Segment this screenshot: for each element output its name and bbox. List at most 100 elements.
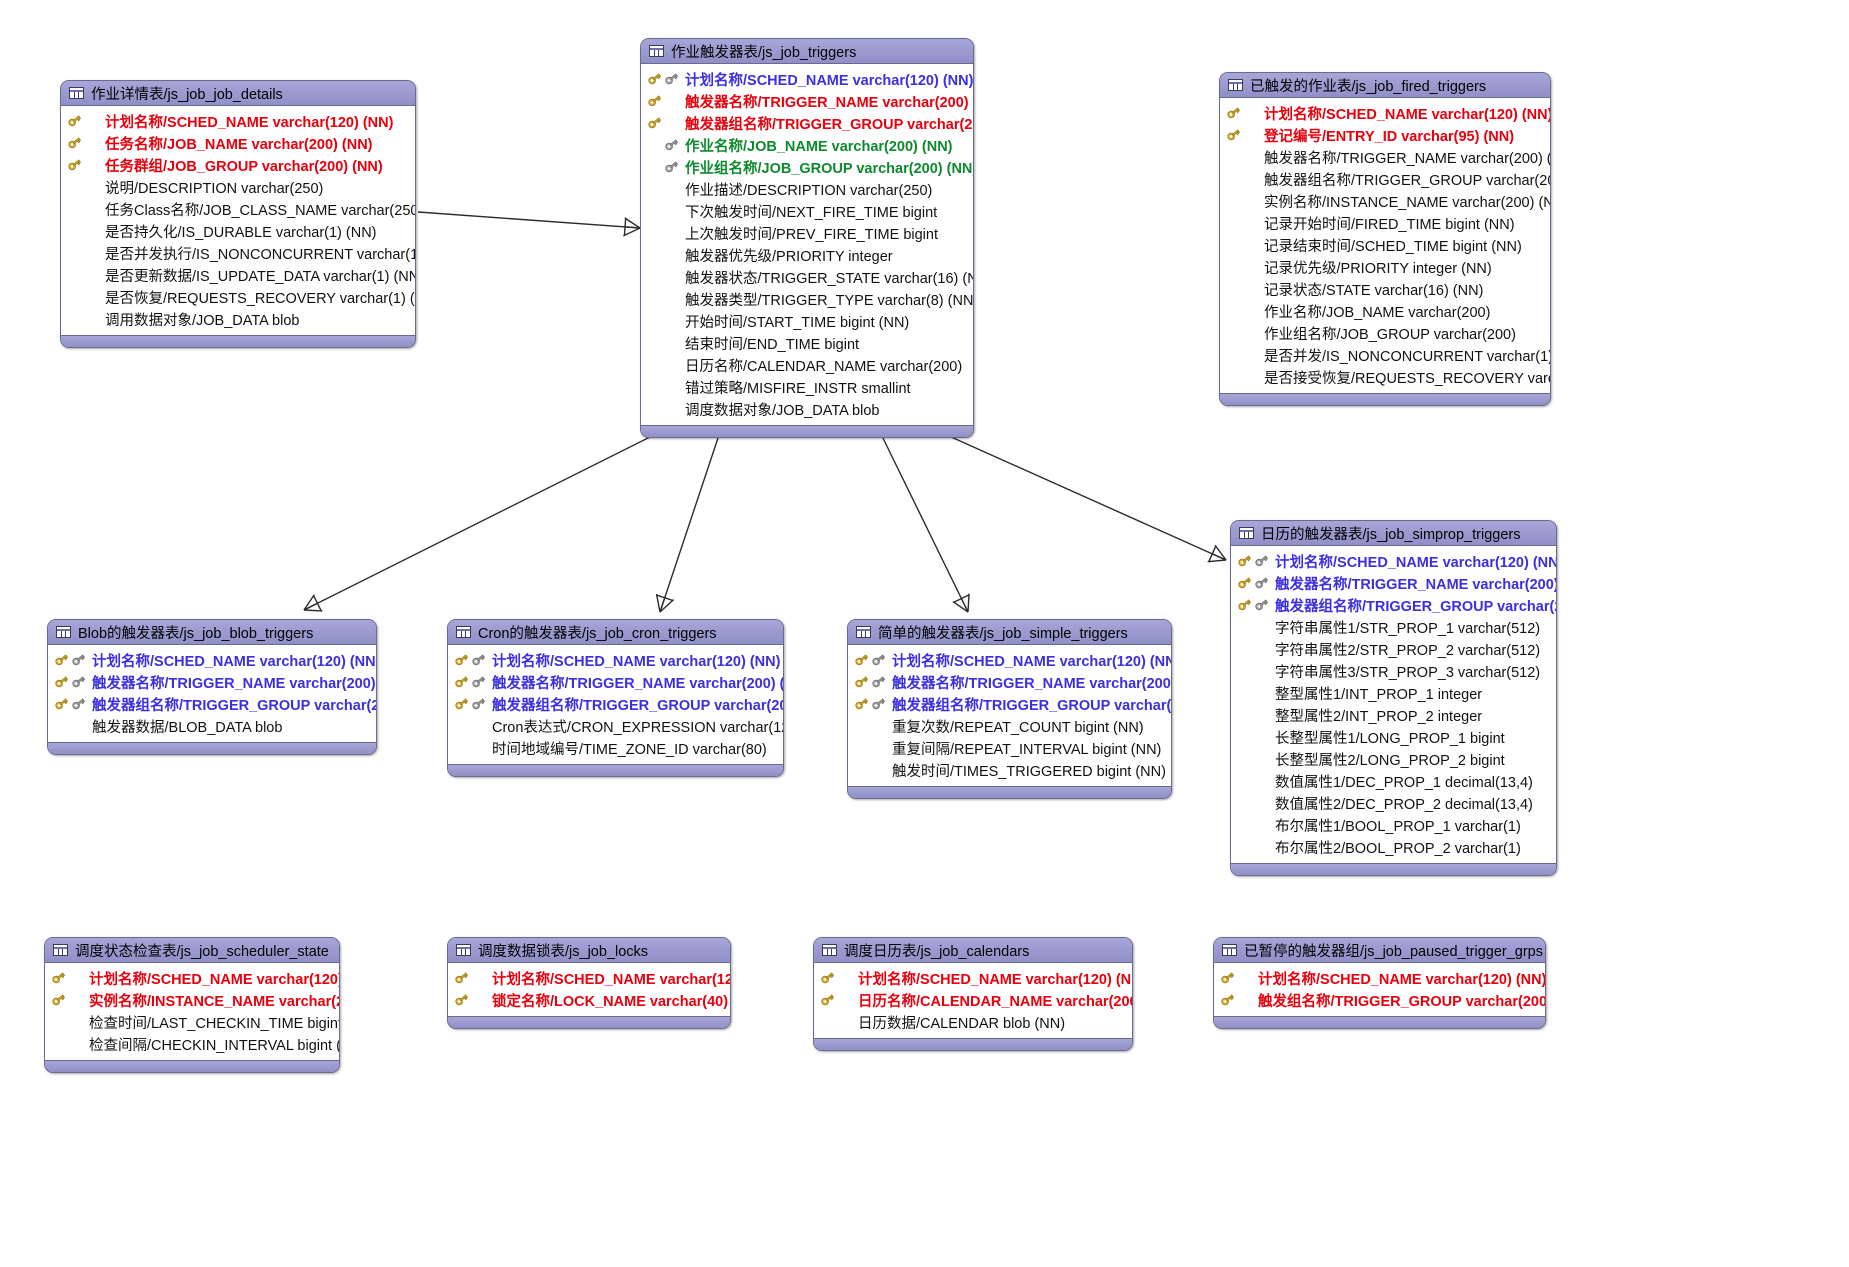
- attribute-row[interactable]: 触发器组名称/TRIGGER_GROUP varchar(200) (NN): [641, 112, 973, 134]
- attribute-row[interactable]: 字符串属性3/STR_PROP_3 varchar(512): [1231, 660, 1556, 682]
- attribute-row[interactable]: 触发器名称/TRIGGER_NAME varchar(200) (NN): [1231, 572, 1556, 594]
- entity-header-calendars[interactable]: 调度日历表/js_job_calendars: [814, 938, 1132, 963]
- attribute-row[interactable]: 字符串属性2/STR_PROP_2 varchar(512): [1231, 638, 1556, 660]
- attribute-row[interactable]: 下次触发时间/NEXT_FIRE_TIME bigint: [641, 200, 973, 222]
- attribute-row[interactable]: 是否接受恢复/REQUESTS_RECOVERY varchar(1): [1220, 366, 1550, 388]
- attribute-row[interactable]: 触发器名称/TRIGGER_NAME varchar(200) (NN): [1220, 146, 1550, 168]
- attribute-row[interactable]: 检查时间/LAST_CHECKIN_TIME bigint (NN): [45, 1011, 339, 1033]
- attribute-row[interactable]: 是否更新数据/IS_UPDATE_DATA varchar(1) (NN): [61, 264, 415, 286]
- attribute-row[interactable]: 锁定名称/LOCK_NAME varchar(40) (NN): [448, 989, 730, 1011]
- attribute-row[interactable]: 整型属性1/INT_PROP_1 integer: [1231, 682, 1556, 704]
- attribute-row[interactable]: 触发器组名称/TRIGGER_GROUP varchar(200) (NN): [1220, 168, 1550, 190]
- attribute-row[interactable]: 任务Class名称/JOB_CLASS_NAME varchar(250) (N…: [61, 198, 415, 220]
- attribute-row[interactable]: 重复间隔/REPEAT_INTERVAL bigint (NN): [848, 737, 1171, 759]
- attribute-row[interactable]: 布尔属性2/BOOL_PROP_2 varchar(1): [1231, 836, 1556, 858]
- attribute-row[interactable]: 错过策略/MISFIRE_INSTR smallint: [641, 376, 973, 398]
- attribute-row[interactable]: 触发器组名称/TRIGGER_GROUP varchar(200) (NN): [48, 693, 376, 715]
- entity-blob_triggers[interactable]: Blob的触发器表/js_job_blob_triggers 计划名称/SCHED…: [47, 619, 377, 755]
- attribute-row[interactable]: 任务群组/JOB_GROUP varchar(200) (NN): [61, 154, 415, 176]
- attribute-row[interactable]: 是否恢复/REQUESTS_RECOVERY varchar(1) (NN): [61, 286, 415, 308]
- attribute-row[interactable]: 是否持久化/IS_DURABLE varchar(1) (NN): [61, 220, 415, 242]
- attribute-row[interactable]: 数值属性2/DEC_PROP_2 decimal(13,4): [1231, 792, 1556, 814]
- entity-header-paused_trigger_grps[interactable]: 已暂停的触发器组/js_job_paused_trigger_grps: [1214, 938, 1545, 963]
- attribute-row[interactable]: 上次触发时间/PREV_FIRE_TIME bigint: [641, 222, 973, 244]
- attribute-row[interactable]: 记录结束时间/SCHED_TIME bigint (NN): [1220, 234, 1550, 256]
- entity-header-simprop_triggers[interactable]: 日历的触发器表/js_job_simprop_triggers: [1231, 521, 1556, 546]
- attribute-row[interactable]: 作业描述/DESCRIPTION varchar(250): [641, 178, 973, 200]
- entity-header-scheduler_state[interactable]: 调度状态检查表/js_job_scheduler_state: [45, 938, 339, 963]
- entity-simple_triggers[interactable]: 简单的触发器表/js_job_simple_triggers 计划名称/SCHED…: [847, 619, 1172, 799]
- attribute-row[interactable]: 触发器类型/TRIGGER_TYPE varchar(8) (NN): [641, 288, 973, 310]
- attribute-row[interactable]: 作业组名称/JOB_GROUP varchar(200): [1220, 322, 1550, 344]
- attribute-row[interactable]: 调用数据对象/JOB_DATA blob: [61, 308, 415, 330]
- attribute-row[interactable]: 检查间隔/CHECKIN_INTERVAL bigint (NN): [45, 1033, 339, 1055]
- attribute-row[interactable]: 登记编号/ENTRY_ID varchar(95) (NN): [1220, 124, 1550, 146]
- entity-scheduler_state[interactable]: 调度状态检查表/js_job_scheduler_state 计划名称/SCHED…: [44, 937, 340, 1073]
- attribute-row[interactable]: 日历名称/CALENDAR_NAME varchar(200) (NN): [814, 989, 1132, 1011]
- attribute-row[interactable]: 计划名称/SCHED_NAME varchar(120) (NN): [1231, 550, 1556, 572]
- entity-job_details[interactable]: 作业详情表/js_job_job_details 计划名称/SCHED_NAME …: [60, 80, 416, 348]
- attribute-row[interactable]: 重复次数/REPEAT_COUNT bigint (NN): [848, 715, 1171, 737]
- attribute-row[interactable]: 作业名称/JOB_NAME varchar(200) (NN): [641, 134, 973, 156]
- attribute-row[interactable]: 任务名称/JOB_NAME varchar(200) (NN): [61, 132, 415, 154]
- attribute-row[interactable]: 触发组名称/TRIGGER_GROUP varchar(200) (NN): [1214, 989, 1545, 1011]
- attribute-row[interactable]: 字符串属性1/STR_PROP_1 varchar(512): [1231, 616, 1556, 638]
- attribute-row[interactable]: 触发器名称/TRIGGER_NAME varchar(200) (NN): [48, 671, 376, 693]
- attribute-row[interactable]: 实例名称/INSTANCE_NAME varchar(200) (NN): [45, 989, 339, 1011]
- attribute-row[interactable]: 触发器名称/TRIGGER_NAME varchar(200) (NN): [448, 671, 783, 693]
- entity-header-fired_triggers[interactable]: 已触发的作业表/js_job_fired_triggers: [1220, 73, 1550, 98]
- entity-header-locks[interactable]: 调度数据锁表/js_job_locks: [448, 938, 730, 963]
- attribute-row[interactable]: 布尔属性1/BOOL_PROP_1 varchar(1): [1231, 814, 1556, 836]
- attribute-row[interactable]: Cron表达式/CRON_EXPRESSION varchar(120) (NN…: [448, 715, 783, 737]
- attribute-row[interactable]: 开始时间/START_TIME bigint (NN): [641, 310, 973, 332]
- attribute-row[interactable]: 计划名称/SCHED_NAME varchar(120) (NN): [814, 967, 1132, 989]
- attribute-row[interactable]: 计划名称/SCHED_NAME varchar(120) (NN): [641, 68, 973, 90]
- attribute-row[interactable]: 计划名称/SCHED_NAME varchar(120) (NN): [448, 649, 783, 671]
- entity-triggers[interactable]: 作业触发器表/js_job_triggers 计划名称/SCHED_NAME va…: [640, 38, 974, 438]
- attribute-row[interactable]: 触发器组名称/TRIGGER_GROUP varchar(200) (NN): [848, 693, 1171, 715]
- attribute-row[interactable]: 触发时间/TIMES_TRIGGERED bigint (NN): [848, 759, 1171, 781]
- entity-header-job_details[interactable]: 作业详情表/js_job_job_details: [61, 81, 415, 106]
- entity-locks[interactable]: 调度数据锁表/js_job_locks 计划名称/SCHED_NAME varch…: [447, 937, 731, 1029]
- attribute-row[interactable]: 触发器名称/TRIGGER_NAME varchar(200) (NN): [848, 671, 1171, 693]
- attribute-row[interactable]: 记录状态/STATE varchar(16) (NN): [1220, 278, 1550, 300]
- entity-header-simple_triggers[interactable]: 简单的触发器表/js_job_simple_triggers: [848, 620, 1171, 645]
- attribute-row[interactable]: 记录开始时间/FIRED_TIME bigint (NN): [1220, 212, 1550, 234]
- entity-calendars[interactable]: 调度日历表/js_job_calendars 计划名称/SCHED_NAME va…: [813, 937, 1133, 1051]
- entity-header-blob_triggers[interactable]: Blob的触发器表/js_job_blob_triggers: [48, 620, 376, 645]
- attribute-row[interactable]: 日历名称/CALENDAR_NAME varchar(200): [641, 354, 973, 376]
- attribute-row[interactable]: 是否并发/IS_NONCONCURRENT varchar(1): [1220, 344, 1550, 366]
- attribute-row[interactable]: 长整型属性2/LONG_PROP_2 bigint: [1231, 748, 1556, 770]
- entity-header-cron_triggers[interactable]: Cron的触发器表/js_job_cron_triggers: [448, 620, 783, 645]
- attribute-row[interactable]: 触发器数据/BLOB_DATA blob: [48, 715, 376, 737]
- attribute-row[interactable]: 调度数据对象/JOB_DATA blob: [641, 398, 973, 420]
- attribute-row[interactable]: 触发器状态/TRIGGER_STATE varchar(16) (NN): [641, 266, 973, 288]
- attribute-row[interactable]: 数值属性1/DEC_PROP_1 decimal(13,4): [1231, 770, 1556, 792]
- attribute-row[interactable]: 触发器名称/TRIGGER_NAME varchar(200) (NN): [641, 90, 973, 112]
- attribute-row[interactable]: 触发器组名称/TRIGGER_GROUP varchar(200) (NN): [1231, 594, 1556, 616]
- attribute-row[interactable]: 整型属性2/INT_PROP_2 integer: [1231, 704, 1556, 726]
- attribute-row[interactable]: 结束时间/END_TIME bigint: [641, 332, 973, 354]
- attribute-row[interactable]: 计划名称/SCHED_NAME varchar(120) (NN): [848, 649, 1171, 671]
- entity-simprop_triggers[interactable]: 日历的触发器表/js_job_simprop_triggers 计划名称/SCHE…: [1230, 520, 1557, 876]
- entity-fired_triggers[interactable]: 已触发的作业表/js_job_fired_triggers 计划名称/SCHED_…: [1219, 72, 1551, 406]
- entity-header-triggers[interactable]: 作业触发器表/js_job_triggers: [641, 39, 973, 64]
- attribute-row[interactable]: 记录优先级/PRIORITY integer (NN): [1220, 256, 1550, 278]
- attribute-row[interactable]: 说明/DESCRIPTION varchar(250): [61, 176, 415, 198]
- attribute-row[interactable]: 计划名称/SCHED_NAME varchar(120) (NN): [61, 110, 415, 132]
- attribute-row[interactable]: 实例名称/INSTANCE_NAME varchar(200) (NN): [1220, 190, 1550, 212]
- attribute-row[interactable]: 作业名称/JOB_NAME varchar(200): [1220, 300, 1550, 322]
- attribute-row[interactable]: 长整型属性1/LONG_PROP_1 bigint: [1231, 726, 1556, 748]
- attribute-row[interactable]: 触发器组名称/TRIGGER_GROUP varchar(200) (NN): [448, 693, 783, 715]
- entity-paused_trigger_grps[interactable]: 已暂停的触发器组/js_job_paused_trigger_grps 计划名称/…: [1213, 937, 1546, 1029]
- attribute-row[interactable]: 是否并发执行/IS_NONCONCURRENT varchar(1) (NN): [61, 242, 415, 264]
- attribute-row[interactable]: 计划名称/SCHED_NAME varchar(120) (NN): [1220, 102, 1550, 124]
- attribute-row[interactable]: 计划名称/SCHED_NAME varchar(120) (NN): [1214, 967, 1545, 989]
- attribute-row[interactable]: 计划名称/SCHED_NAME varchar(120) (NN): [448, 967, 730, 989]
- entity-cron_triggers[interactable]: Cron的触发器表/js_job_cron_triggers 计划名称/SCHED…: [447, 619, 784, 777]
- attribute-row[interactable]: 时间地域编号/TIME_ZONE_ID varchar(80): [448, 737, 783, 759]
- attribute-row[interactable]: 作业组名称/JOB_GROUP varchar(200) (NN): [641, 156, 973, 178]
- attribute-row[interactable]: 计划名称/SCHED_NAME varchar(120) (NN): [45, 967, 339, 989]
- attribute-row[interactable]: 计划名称/SCHED_NAME varchar(120) (NN): [48, 649, 376, 671]
- attribute-row[interactable]: 触发器优先级/PRIORITY integer: [641, 244, 973, 266]
